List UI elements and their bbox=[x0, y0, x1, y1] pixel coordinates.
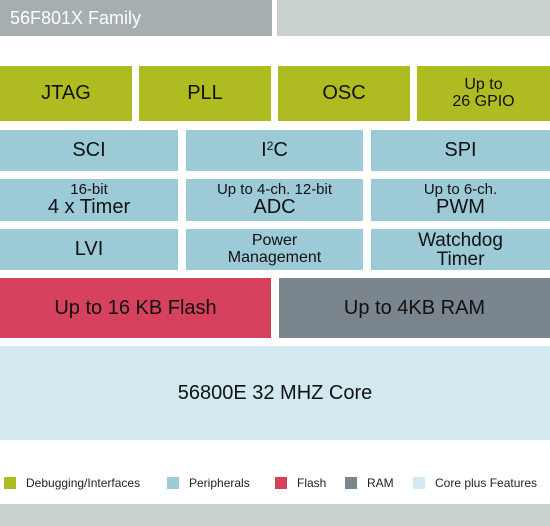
legend-label-peripherals: Peripherals bbox=[189, 476, 250, 490]
pwm-block: Up to 6-ch. PWM bbox=[371, 179, 550, 221]
gpio-label-line1: Up to bbox=[464, 75, 503, 93]
adc-block: Up to 4-ch. 12-bit ADC bbox=[186, 179, 363, 221]
legend-swatch-flash bbox=[275, 477, 287, 489]
watchdog-label-line2: Timer bbox=[436, 248, 485, 270]
watchdog-timer-block: Watchdog Timer bbox=[371, 229, 550, 270]
power-label-line2: Management bbox=[227, 248, 322, 266]
legend-item-ram: RAM bbox=[345, 472, 394, 494]
gpio-label-line2: 26 GPIO bbox=[452, 92, 515, 110]
jtag-label: JTAG bbox=[41, 82, 91, 104]
legend-label-core: Core plus Features bbox=[435, 476, 538, 490]
jtag-block: JTAG bbox=[0, 66, 132, 121]
pll-label: PLL bbox=[187, 82, 223, 104]
legend-swatch-core bbox=[413, 477, 425, 489]
legend-label-ram: RAM bbox=[367, 476, 394, 490]
title-bar-filler bbox=[277, 0, 550, 36]
osc-label: OSC bbox=[322, 82, 366, 104]
power-label-line1: Power bbox=[251, 231, 298, 249]
family-title-bar: 56F801X Family bbox=[0, 0, 272, 36]
i2c-block: I2C bbox=[186, 130, 363, 171]
sci-block: SCI bbox=[0, 130, 178, 171]
timer-label-line1: 16-bit bbox=[70, 180, 108, 198]
i2c-label: I2C bbox=[261, 139, 288, 161]
flash-block: Up to 16 KB Flash bbox=[0, 278, 271, 338]
lvi-label: LVI bbox=[74, 238, 104, 260]
legend-swatch-debugging bbox=[4, 477, 16, 489]
ram-block: Up to 4KB RAM bbox=[279, 278, 550, 338]
pwm-label-line1: Up to 6-ch. bbox=[423, 180, 498, 198]
legend-item-flash: Flash bbox=[275, 472, 326, 494]
power-management-block: Power Management bbox=[186, 229, 363, 270]
spi-block: SPI bbox=[371, 130, 550, 171]
pwm-label-line2: PWM bbox=[436, 196, 485, 219]
legend-swatch-ram bbox=[345, 477, 357, 489]
bottom-bar bbox=[0, 504, 550, 526]
legend-item-peripherals: Peripherals bbox=[167, 472, 250, 494]
core-label: 56800E 32 MHZ Core bbox=[177, 381, 373, 404]
timer-block: 16-bit 4 x Timer bbox=[0, 179, 178, 221]
legend-item-debugging: Debugging/Interfaces bbox=[4, 472, 140, 494]
legend-swatch-peripherals bbox=[167, 477, 179, 489]
ram-label: Up to 4KB RAM bbox=[343, 296, 486, 319]
legend-item-core: Core plus Features bbox=[413, 472, 537, 494]
legend-label-flash: Flash bbox=[297, 476, 327, 490]
lvi-block: LVI bbox=[0, 229, 178, 270]
gpio-block: Up to 26 GPIO bbox=[417, 66, 550, 121]
pll-block: PLL bbox=[139, 66, 271, 121]
family-title: 56F801X Family bbox=[10, 7, 142, 28]
watchdog-label-line1: Watchdog bbox=[418, 229, 503, 251]
legend: Debugging/Interfaces Peripherals Flash R… bbox=[0, 472, 550, 494]
core-block: 56800E 32 MHZ Core bbox=[0, 346, 550, 440]
osc-block: OSC bbox=[278, 66, 410, 121]
flash-label: Up to 16 KB Flash bbox=[54, 296, 217, 319]
timer-label-line2: 4 x Timer bbox=[47, 196, 131, 219]
legend-label-debugging: Debugging/Interfaces bbox=[26, 476, 141, 490]
adc-label-line2: ADC bbox=[253, 196, 296, 219]
spi-label: SPI bbox=[444, 139, 477, 161]
sci-label: SCI bbox=[72, 139, 106, 161]
adc-label-line1: Up to 4-ch. 12-bit bbox=[216, 180, 333, 198]
